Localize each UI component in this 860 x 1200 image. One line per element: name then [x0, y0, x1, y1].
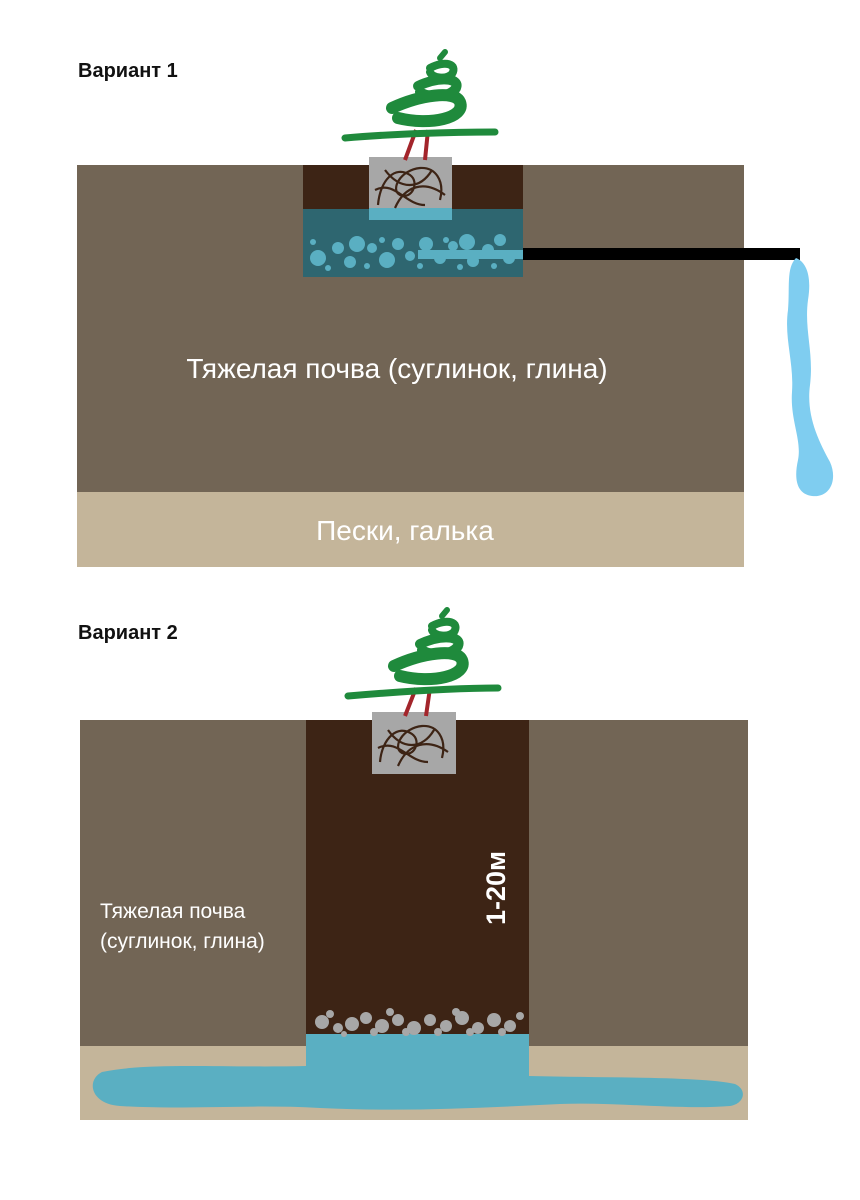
- root-ball-icon: [372, 712, 456, 774]
- variant-1-title: Вариант 1: [78, 60, 178, 82]
- planting-column: [306, 720, 529, 1046]
- sand-layer: [77, 492, 744, 567]
- root-ball-icon: [369, 157, 452, 220]
- drainage-stones: [315, 1008, 524, 1037]
- depth-label: 1-20м: [481, 851, 511, 925]
- drain-pipe-icon: [418, 248, 800, 260]
- heavy-soil-label: Тяжелая почва (суглинок, глина): [186, 353, 607, 384]
- water-outflow-icon: [787, 258, 834, 497]
- groundwater: [92, 1048, 743, 1110]
- column-water: [306, 1034, 529, 1074]
- tree-icon: [341, 49, 499, 142]
- variant-1-diagram: Тяжелая почва (суглинок, глина) Пески, г…: [77, 49, 834, 567]
- sand-label: Пески, галька: [316, 515, 494, 546]
- heavy-soil-label-line-1: Тяжелая почва: [100, 900, 246, 923]
- heavy-soil-label-line-2: (суглинок, глина): [100, 930, 265, 953]
- variant-2-diagram: Тяжелая почва (суглинок, глина) 1-20м: [80, 607, 748, 1120]
- tree-icon: [344, 607, 502, 700]
- variant-2-title: Вариант 2: [78, 622, 178, 644]
